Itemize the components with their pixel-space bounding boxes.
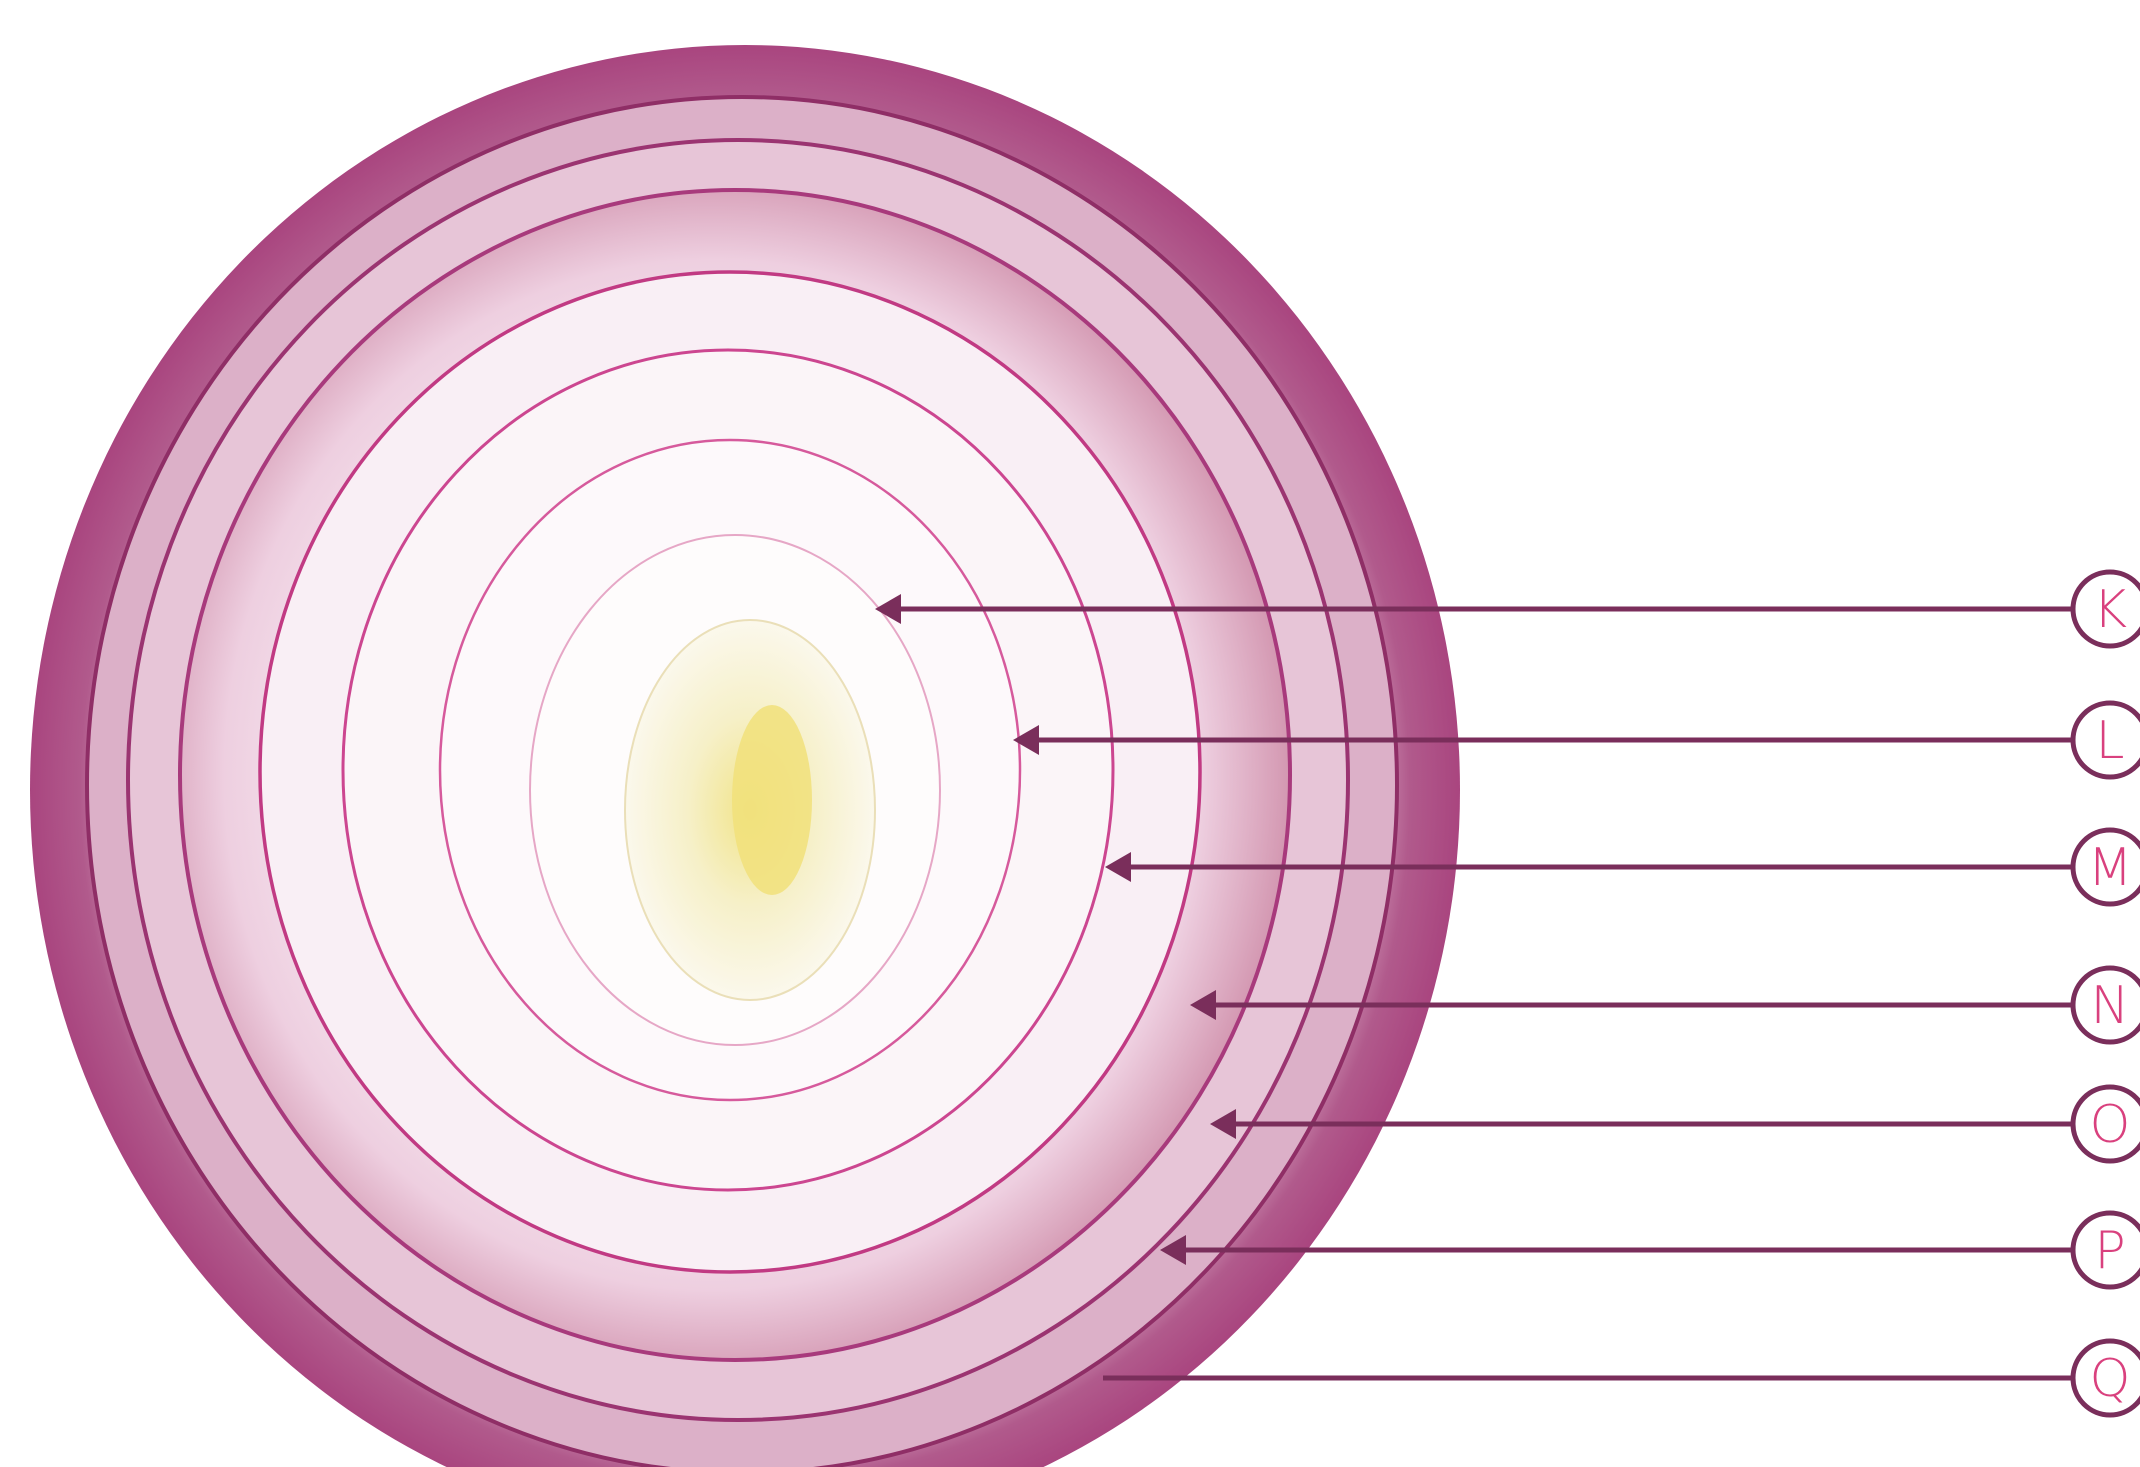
label-badge-q: Q [2073,1341,2140,1415]
label-badges: K L M NO P Q [2073,572,2140,1415]
label-letter-p: P [2094,1221,2125,1281]
label-letter-k: K [2093,580,2127,640]
label-badge-l: L [2073,703,2140,777]
label-letter-m: M [2088,838,2133,898]
label-badge-k: K [2073,572,2140,646]
label-letter-n: N [2091,976,2130,1036]
label-badge-o: O [2073,1087,2140,1161]
onion-core-center [732,705,812,895]
label-letter-o: O [2090,1095,2131,1155]
label-badge-n: N [2073,968,2140,1042]
onion-slice-photo [30,45,1460,1467]
label-letter-l: L [2096,711,2125,771]
label-badge-p: P [2073,1213,2140,1287]
label-badge-m: M [2073,830,2140,904]
label-letter-q: Q [2090,1349,2131,1409]
